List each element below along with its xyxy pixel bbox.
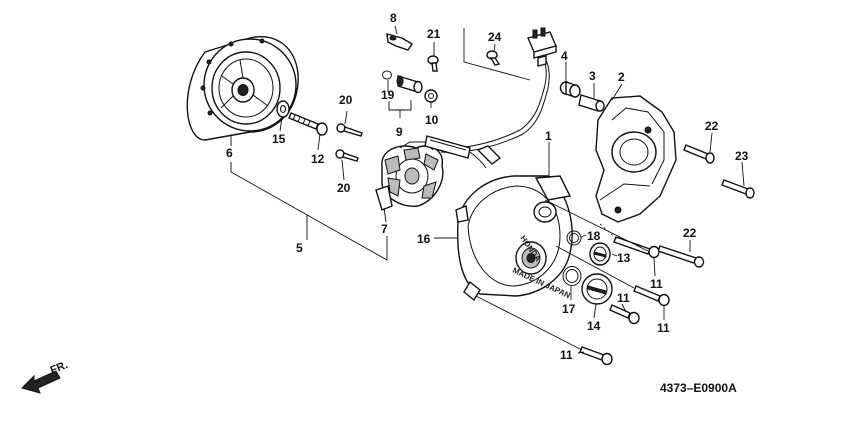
inspection-cap-small — [589, 242, 611, 266]
callout-8: 8 — [390, 11, 397, 25]
callout-12: 12 — [311, 152, 325, 166]
shroud-cover — [595, 95, 677, 223]
front-direction-arrow-icon: FR. — [21, 359, 70, 394]
bolt-23 — [721, 179, 755, 199]
callout-11-middle: 11 — [617, 291, 630, 305]
wire-harness — [424, 53, 550, 169]
callout-20-lower: 20 — [337, 181, 351, 195]
callout-24: 24 — [488, 30, 502, 44]
callout-3: 3 — [589, 69, 596, 83]
screw-24 — [486, 50, 501, 66]
o-ring-17 — [562, 266, 582, 286]
callout-22-upper: 22 — [705, 119, 719, 133]
callout-15: 15 — [272, 132, 286, 146]
callout-20-upper: 20 — [339, 93, 353, 107]
callout-labels: 8 21 24 4 3 2 19 10 9 20 20 15 12 6 1 7 … — [226, 11, 749, 362]
diagram-code: 4373–E0900A — [660, 381, 737, 395]
callout-11-right-lower: 11 — [657, 321, 670, 335]
screw-21 — [427, 55, 439, 72]
stator — [375, 141, 444, 211]
flywheel — [186, 36, 299, 141]
callout-9-brace — [388, 100, 412, 118]
o-ring-18 — [566, 230, 582, 246]
callout-23: 23 — [735, 149, 749, 163]
bolt-22-lower — [657, 245, 705, 268]
connector — [527, 27, 557, 67]
callout-5: 5 — [296, 241, 303, 255]
dowel-pin — [578, 94, 605, 112]
callout-1: 1 — [545, 129, 552, 143]
pulser-sensor — [396, 75, 423, 94]
callout-9: 9 — [396, 125, 403, 139]
callout-7: 7 — [381, 222, 388, 236]
callout-2: 2 — [618, 70, 625, 84]
nut — [424, 89, 438, 103]
bolt-22-upper — [683, 144, 715, 164]
bolt-11-a — [613, 236, 660, 259]
inspection-cap-large — [581, 273, 613, 305]
screw-lower — [335, 149, 359, 162]
bolt-11-d — [579, 346, 613, 366]
callout-6: 6 — [226, 146, 233, 160]
front-direction-label: FR. — [49, 359, 70, 377]
callout-bracket — [230, 162, 388, 261]
wire-clamp — [386, 33, 413, 51]
connector-bracket-lines — [463, 28, 531, 81]
callout-13: 13 — [617, 251, 631, 265]
collar — [559, 81, 581, 98]
washer — [276, 100, 290, 118]
callout-16: 16 — [417, 232, 431, 246]
callout-17: 17 — [562, 302, 576, 316]
callout-19: 19 — [381, 88, 395, 102]
callout-14: 14 — [587, 319, 601, 333]
screw-upper — [336, 123, 363, 137]
bolt-11-c — [633, 285, 670, 307]
crankcase-cover: HONDA MADE IN JAPAN — [455, 175, 573, 302]
callout-11-bottom: 11 — [560, 348, 573, 362]
o-ring-small — [382, 70, 392, 80]
callout-22-lower: 22 — [683, 226, 697, 240]
leader-lines — [230, 25, 745, 354]
callout-21: 21 — [427, 27, 441, 41]
flywheel-bolt — [288, 112, 328, 136]
callout-18: 18 — [587, 229, 601, 243]
callout-4: 4 — [561, 49, 568, 63]
bolt-11-b — [609, 304, 640, 325]
callout-10: 10 — [425, 113, 439, 127]
callout-11-right-upper: 11 — [650, 277, 663, 291]
